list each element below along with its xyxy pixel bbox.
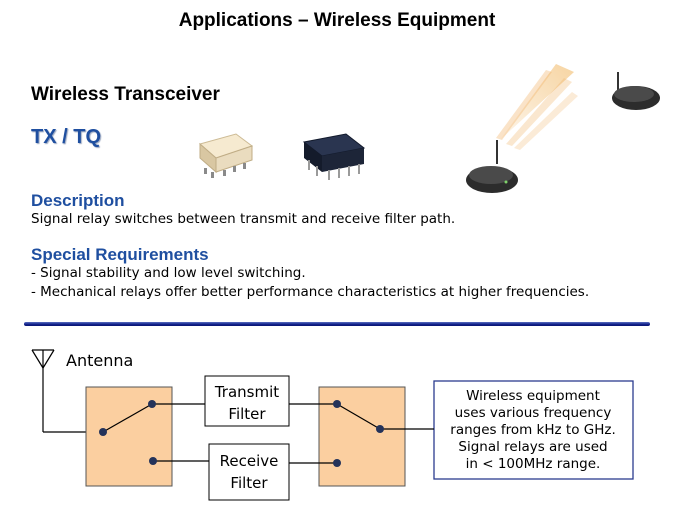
relay-circuit-diagram: Antenna Transmit Filter Receive Filter W… xyxy=(31,349,634,501)
requirements-heading: Special Requirements xyxy=(31,245,209,264)
tq-relay-image xyxy=(302,133,366,180)
relay-product-images xyxy=(198,133,366,180)
note-line: Wireless equipment xyxy=(466,388,600,404)
router-icon-local xyxy=(466,140,518,193)
product-name: TX / TQ xyxy=(31,126,101,148)
tx-relay-image xyxy=(198,133,254,178)
relay-left xyxy=(85,386,173,487)
note-line: ranges from kHz to GHz. xyxy=(450,422,615,438)
section-subtitle: Wireless Transceiver xyxy=(31,84,220,105)
requirement-item: - Signal stability and low level switchi… xyxy=(31,265,306,281)
receive-filter-label: Receive xyxy=(220,452,279,470)
receive-filter-box xyxy=(208,443,290,501)
section-divider xyxy=(24,322,650,326)
description-text: Signal relay switches between transmit a… xyxy=(31,211,456,227)
note-line: Signal relays are used xyxy=(458,439,607,455)
transmit-filter-label: Filter xyxy=(228,405,266,423)
note-line: uses various frequency xyxy=(455,405,612,421)
page-title: Applications – Wireless Equipment xyxy=(178,10,496,31)
description-heading: Description xyxy=(31,191,125,210)
antenna-label: Antenna xyxy=(66,351,133,370)
note-line: in < 100MHz range. xyxy=(466,456,601,472)
note-box xyxy=(433,380,634,480)
relay-right xyxy=(318,386,406,487)
requirement-item: - Mechanical relays offer better perform… xyxy=(31,284,590,300)
router-icon-remote xyxy=(612,72,660,110)
wireless-devices-image xyxy=(466,64,660,193)
transmit-filter-label: Transmit xyxy=(214,383,279,401)
transmit-filter-box xyxy=(204,375,290,427)
receive-filter-label: Filter xyxy=(230,474,268,492)
